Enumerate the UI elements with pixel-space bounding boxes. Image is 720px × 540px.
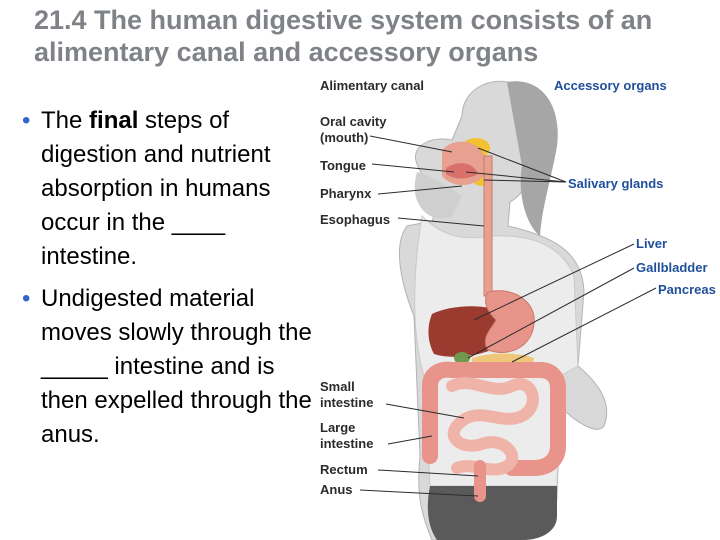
label-small-intestine-line2: intestine: [320, 395, 374, 410]
leader-lines: [359, 135, 657, 497]
alimentary-canal-header: Alimentary canal: [320, 78, 425, 93]
tongue-graphic: [446, 163, 478, 179]
anatomy-illustration: [359, 80, 657, 540]
bullet-icon: •: [22, 285, 31, 312]
bullet-text-bold: final: [89, 107, 139, 134]
label-small-intestine-line1: Small: [320, 379, 355, 394]
label-salivary-glands: Salivary glands: [568, 176, 664, 191]
label-liver: Liver: [636, 236, 668, 251]
esophagus-graphic: [483, 155, 493, 297]
gallbladder-graphic: [454, 352, 470, 364]
label-oral-cavity-sub: (mouth): [320, 130, 369, 145]
bullet-icon: •: [22, 107, 31, 134]
bullet-item: • The final steps of digestion and nutrie…: [22, 104, 312, 274]
label-large-intestine-line1: Large: [320, 420, 356, 435]
large-intestine-graphic: [422, 361, 566, 476]
digestive-system-figure: Alimentary canal Accessory organs Oral c…: [312, 76, 720, 540]
label-rectum: Rectum: [320, 462, 368, 477]
liver-graphic: [428, 306, 502, 357]
bullet-item: • Undigested material moves slowly throug…: [22, 282, 312, 452]
label-pharynx: Pharynx: [320, 186, 372, 201]
slide-title: 21.4 The human digestive system consists…: [34, 5, 653, 67]
bullet-text-pre: Undigested material moves slowly through…: [41, 285, 312, 448]
bullet-list: • The final steps of digestion and nutrie…: [22, 104, 312, 460]
label-oral-cavity: Oral cavity: [320, 114, 387, 129]
label-esophagus: Esophagus: [320, 212, 391, 227]
label-anus: Anus: [320, 482, 353, 497]
small-intestine-graphic: [446, 377, 539, 476]
label-pancreas: Pancreas: [658, 282, 716, 297]
label-tongue: Tongue: [320, 158, 366, 173]
bullet-text-post: steps of digestion and nutrient absorpti…: [41, 107, 271, 270]
label-gallbladder: Gallbladder: [636, 260, 708, 275]
stomach-graphic: [484, 290, 535, 353]
accessory-organs-header: Accessory organs: [554, 78, 667, 93]
label-large-intestine-line2: intestine: [320, 436, 374, 451]
bullet-text-pre: The: [41, 107, 90, 134]
